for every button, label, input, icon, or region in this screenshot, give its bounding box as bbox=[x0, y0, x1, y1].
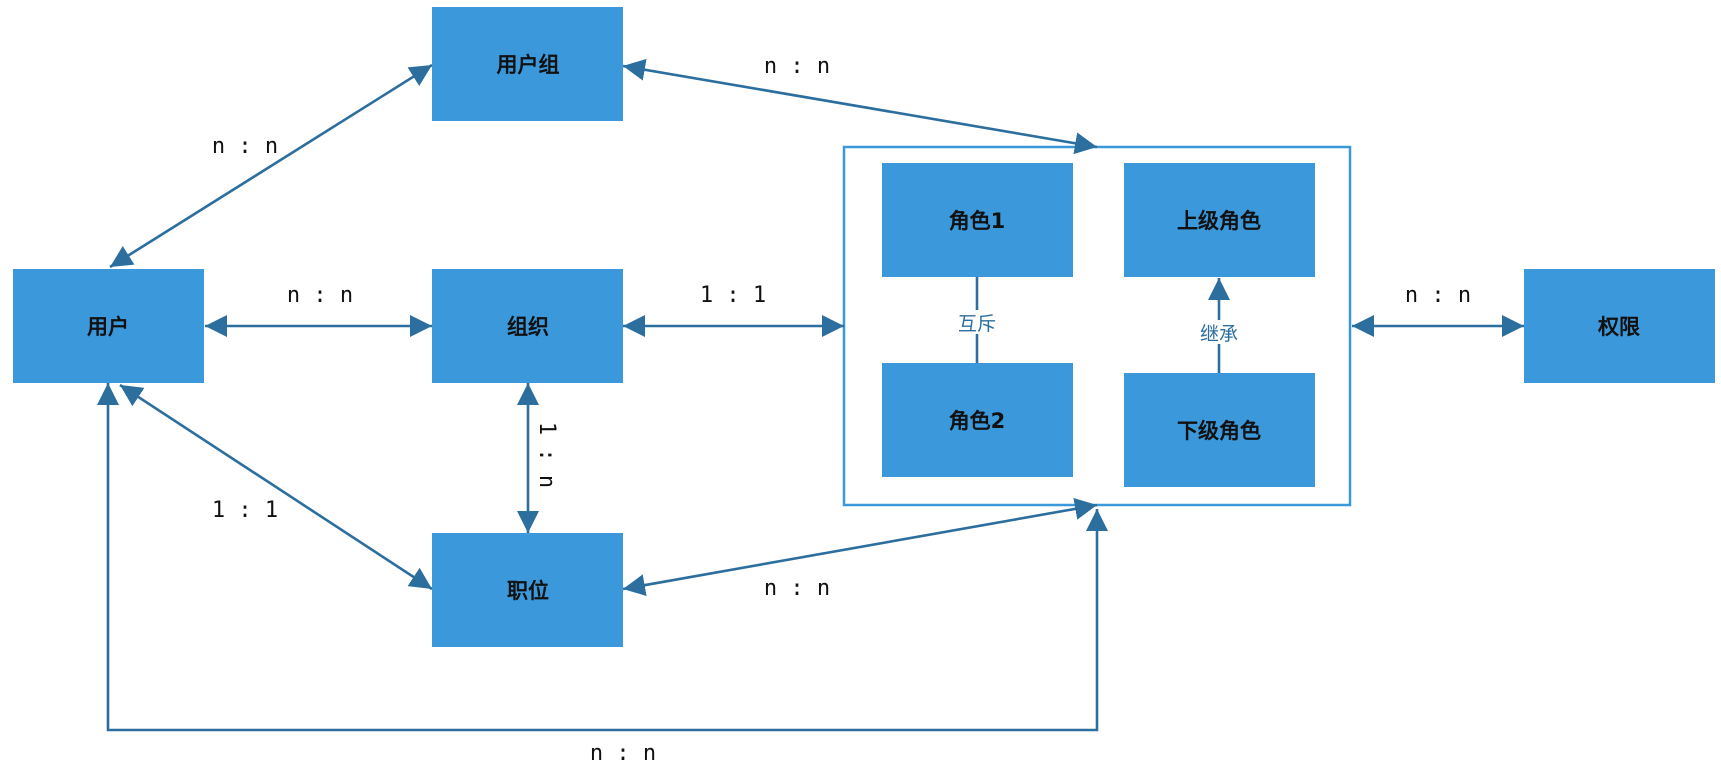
edge-position-roles bbox=[622, 498, 1098, 596]
node-user-group-label: 用户组 bbox=[497, 53, 560, 77]
node-org-label: 组织 bbox=[507, 315, 549, 339]
label-user-org: n : n bbox=[287, 283, 353, 308]
edge-usergroup-roles bbox=[622, 58, 1098, 155]
node-senior-role: 上级角色 bbox=[1124, 163, 1315, 277]
edge-user-position bbox=[119, 383, 433, 591]
label-mutual-exclusion: 互斥 bbox=[958, 313, 996, 335]
edge-user-roles bbox=[97, 383, 1108, 732]
label-user-position: 1 : 1 bbox=[212, 498, 278, 523]
label-user-usergroup: n : n bbox=[212, 134, 278, 159]
node-role2: 角色2 bbox=[882, 363, 1073, 477]
node-permission-label: 权限 bbox=[1597, 315, 1640, 339]
label-org-roles: 1 : 1 bbox=[700, 283, 766, 308]
node-senior-role-label: 上级角色 bbox=[1177, 209, 1261, 233]
node-user-group: 用户组 bbox=[432, 7, 623, 121]
node-position-label: 职位 bbox=[507, 579, 549, 603]
node-junior-role-label: 下级角色 bbox=[1177, 419, 1261, 443]
label-usergroup-roles: n : n bbox=[764, 54, 830, 79]
node-permission: 权限 bbox=[1524, 269, 1715, 383]
node-role1: 角色1 bbox=[882, 163, 1073, 277]
node-position: 职位 bbox=[432, 533, 623, 647]
label-inheritance: 继承 bbox=[1200, 323, 1238, 345]
label-roles-permission: n : n bbox=[1405, 283, 1471, 308]
node-role1-label: 角色1 bbox=[949, 209, 1006, 233]
node-role2-label: 角色2 bbox=[949, 409, 1006, 433]
node-org: 组织 bbox=[432, 269, 623, 383]
label-user-roles: n : n bbox=[590, 741, 656, 766]
node-user-label: 用户 bbox=[87, 315, 129, 339]
node-user: 用户 bbox=[13, 269, 204, 383]
label-org-position: 1 : n bbox=[534, 422, 559, 488]
node-junior-role: 下级角色 bbox=[1124, 373, 1315, 487]
edge-user-usergroup bbox=[109, 63, 433, 269]
label-position-roles: n : n bbox=[764, 576, 830, 601]
